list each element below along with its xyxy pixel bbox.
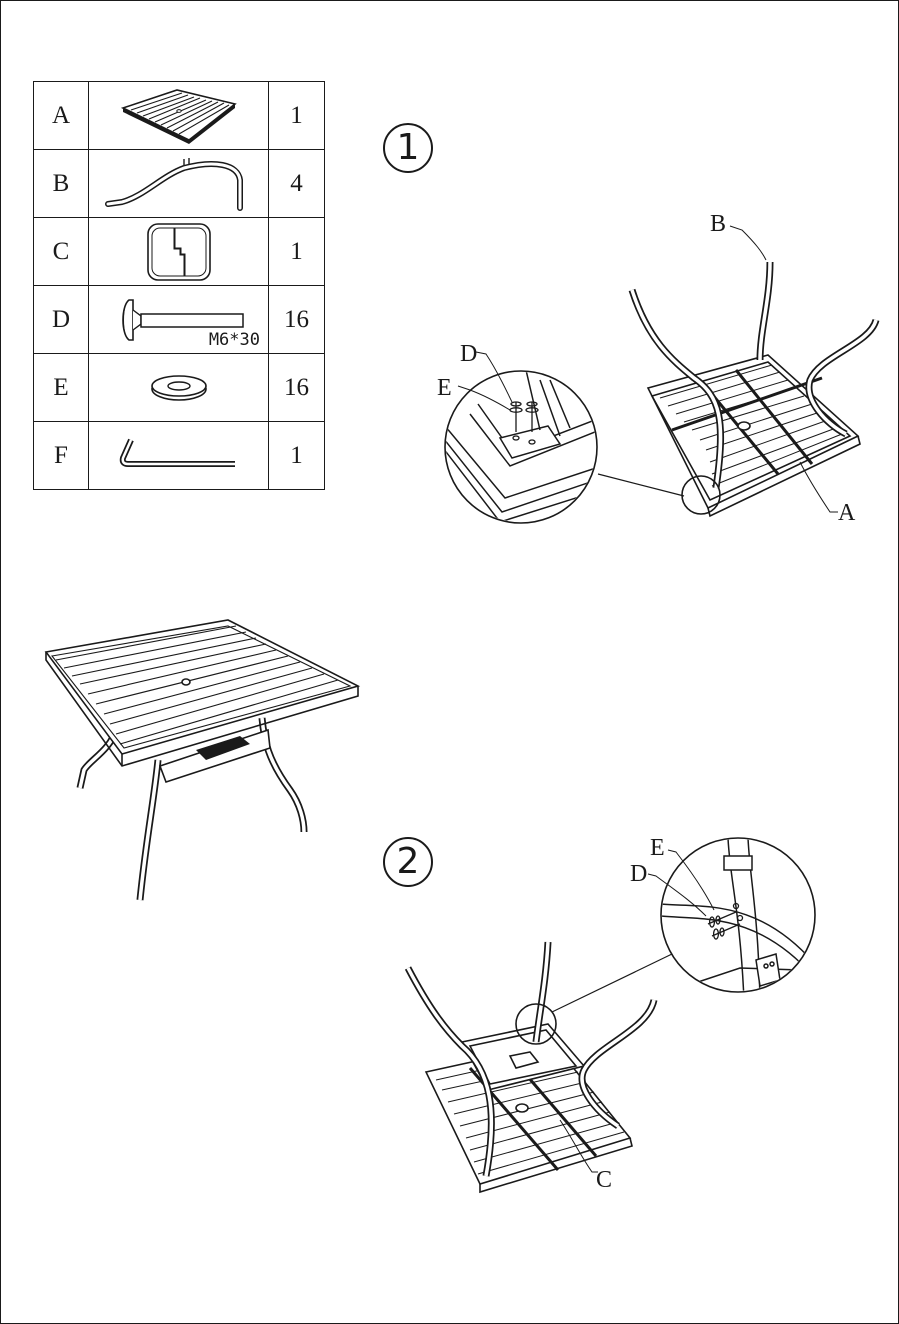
callout-d-bolt-2: D: [630, 862, 647, 886]
callout-a-tabletop: A: [838, 501, 855, 525]
callout-e-washer: E: [437, 376, 452, 400]
callout-d-bolt: D: [460, 342, 477, 366]
callout-e-washer-2: E: [650, 836, 665, 860]
callout-b-leg: B: [710, 212, 726, 236]
step-1-illustration: [0, 0, 899, 660]
step-2-illustration: [0, 820, 899, 1220]
callout-c-bracket: C: [596, 1168, 612, 1192]
